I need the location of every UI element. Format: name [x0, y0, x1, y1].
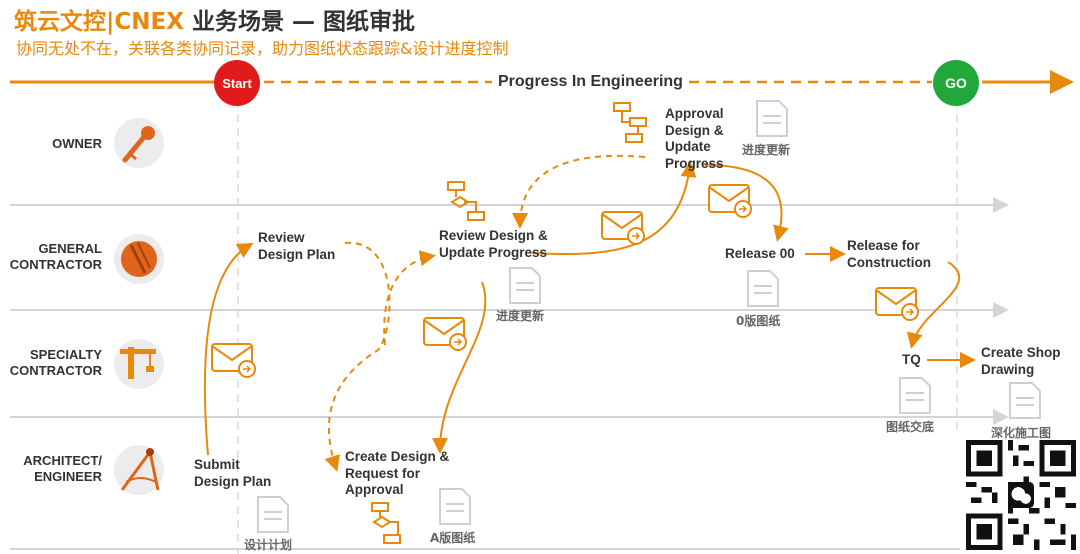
page-title: 筑云文控|CNEX 业务场景 — 图纸审批	[14, 2, 415, 36]
document-icon	[747, 270, 779, 307]
lane-general-contractor: GENERAL CONTRACTOR	[9, 241, 102, 272]
node-create-design: Create Design & Request for Approval	[345, 449, 450, 497]
doc-shop-drawing: 深化施工图	[991, 426, 1052, 440]
brand-name: 筑云文控|CNEX	[14, 9, 184, 35]
doc-progress-update: 进度更新	[742, 143, 791, 157]
document-icon	[257, 496, 289, 533]
start-marker: Start	[214, 60, 260, 106]
timeline-title: Progress In Engineering	[492, 73, 689, 91]
flow-construction-to-tq	[906, 261, 961, 349]
document-icon	[899, 377, 931, 414]
flow-approval-to-review	[512, 154, 646, 229]
lane-specialty-contractor: SPECIALTY CONTRACTOR	[9, 347, 102, 378]
document-icon	[439, 488, 471, 525]
lane-architect-engineer: ARCHITECT/ ENGINEER	[23, 453, 102, 484]
document-icon	[1009, 382, 1041, 419]
node-review-design-plan: Review Design Plan	[258, 230, 336, 262]
drafting-compass-icon	[114, 445, 164, 495]
envelope-icon	[601, 211, 645, 245]
doc-version-a: A版图纸	[430, 531, 476, 545]
flow-review-to-create	[324, 241, 391, 472]
node-review-design-update: Review Design & Update Progress	[439, 228, 548, 260]
qr-code	[966, 440, 1076, 550]
envelope-icon	[211, 343, 256, 378]
flow-approval-to-release	[704, 164, 789, 242]
node-tq: TQ	[902, 352, 921, 367]
node-approval-design: Approval Design & Update Progress	[665, 106, 724, 171]
page-subtitle: 协同无处不在，关联各类协同记录，助力图纸状态跟踪&设计进度控制	[16, 39, 509, 58]
go-marker: GO	[933, 60, 979, 106]
crane-icon	[114, 339, 164, 389]
doc-design-plan: 设计计划	[244, 538, 293, 552]
key-icon	[114, 118, 164, 168]
workflow-icon	[447, 181, 485, 221]
workflow-icon	[613, 102, 647, 143]
lane-owner: OWNER	[52, 136, 102, 151]
flow-review-update-to-create	[432, 281, 487, 454]
doc-progress-update: 进度更新	[496, 309, 545, 323]
envelope-icon	[875, 287, 919, 321]
document-icon	[509, 267, 541, 304]
page-title-text: 业务场景 — 图纸审批	[183, 9, 416, 35]
doc-version-0: 0版图纸	[736, 314, 781, 328]
node-create-shop-drawing: Create Shop Drawing	[981, 345, 1061, 377]
envelope-icon	[423, 317, 467, 351]
node-release-00: Release 00	[725, 246, 795, 261]
node-submit-design-plan: Submit Design Plan	[194, 457, 272, 489]
document-icon	[756, 100, 788, 137]
workflow-icon	[371, 502, 401, 544]
flow-create-to-review-update	[383, 250, 436, 346]
doc-drawing-submit: 图纸交底	[886, 420, 935, 434]
flow-submit-to-review	[203, 243, 254, 456]
envelope-icon	[708, 184, 752, 218]
node-release-construction: Release for Construction	[847, 238, 931, 270]
hard-hat-icon	[114, 234, 164, 284]
